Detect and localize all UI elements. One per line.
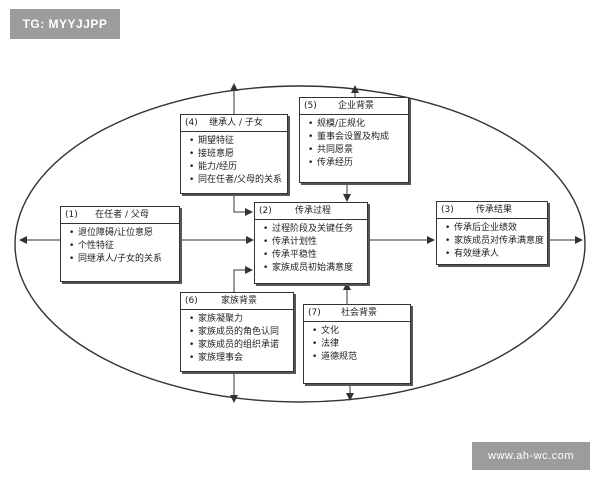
box-process: (2) 传承过程 过程阶段及关键任务 传承计划性 传承平稳性 家族成员初始满意度 [254,202,368,284]
box-successor-number: (4) [185,117,198,128]
box-result: (3) 传承结果 传承后企业绩效 家族成员对传承满意度 有效继承人 [436,201,548,265]
box-enterprise-item: 共同愿景 [308,144,404,157]
box-incumbent-item: 个性特征 [69,240,175,253]
box-social-number: (7) [308,307,321,318]
box-family-item: 家族理事会 [189,352,289,365]
arrow-successor-process [233,194,253,216]
box-process-item: 传承计划性 [263,236,363,249]
box-enterprise: (5) 企业背景 规模/正规化 董事会设置及构成 共同愿景 传承经历 [299,97,409,183]
box-enterprise-item: 规模/正规化 [308,118,404,131]
box-enterprise-item: 董事会设置及构成 [308,131,404,144]
box-successor-item: 期望特征 [189,135,283,148]
box-result-number: (3) [441,204,454,215]
box-successor: (4) 继承人 / 子女 期望特征 接班意愿 能力/经历 同在任者/父母的关系 [180,114,288,194]
box-result-item: 家族成员对传承满意度 [445,235,544,248]
box-result-item: 传承后企业绩效 [445,222,543,235]
box-incumbent-title: 在任者 / 父母 [95,209,149,220]
arrow-family-process [233,266,253,292]
box-process-item: 传承平稳性 [263,249,363,262]
box-family-number: (6) [185,295,198,306]
box-incumbent: (1) 在任者 / 父母 退位障碍/让位意愿 个性特征 同继承人/子女的关系 [60,206,180,282]
box-social: (7) 社会背景 文化 法律 道德规范 [303,304,411,384]
watermark-bottom: www.ah-wc.com [472,442,590,470]
box-result-item: 有效继承人 [445,248,543,261]
box-social-item: 文化 [312,325,406,338]
box-social-title: 社会背景 [340,307,377,318]
outer-ellipse [14,85,586,403]
box-family-item: 家族成员的组织承诺 [189,339,289,352]
box-process-number: (2) [259,205,272,216]
box-family-item: 家族凝聚力 [189,313,289,326]
box-process-item: 家族成员初始满意度 [263,262,363,275]
box-family: (6) 家族背景 家族凝聚力 家族成员的角色认同 家族成员的组织承诺 家族理事会 [180,292,294,372]
box-successor-item: 接班意愿 [189,148,283,161]
box-social-item: 法律 [312,338,406,351]
box-incumbent-item: 退位障碍/让位意愿 [69,227,175,240]
box-successor-item: 同在任者/父母的关系 [189,174,283,187]
box-social-item: 道德规范 [312,351,406,364]
box-process-title: 传承过程 [294,205,331,216]
box-incumbent-number: (1) [65,209,78,220]
box-enterprise-title: 企业背景 [337,100,374,111]
box-successor-item: 能力/经历 [189,161,283,174]
box-enterprise-item: 传承经历 [308,157,404,170]
watermark-top: TG: MYYJJPP [10,9,120,39]
box-successor-title: 继承人 / 子女 [209,117,263,128]
box-family-title: 家族背景 [220,295,257,306]
box-enterprise-number: (5) [304,100,317,111]
box-result-title: 传承结果 [475,204,512,215]
box-process-item: 过程阶段及关键任务 [263,223,363,236]
box-family-item: 家族成员的角色认同 [189,326,289,339]
box-incumbent-item: 同继承人/子女的关系 [69,253,175,266]
